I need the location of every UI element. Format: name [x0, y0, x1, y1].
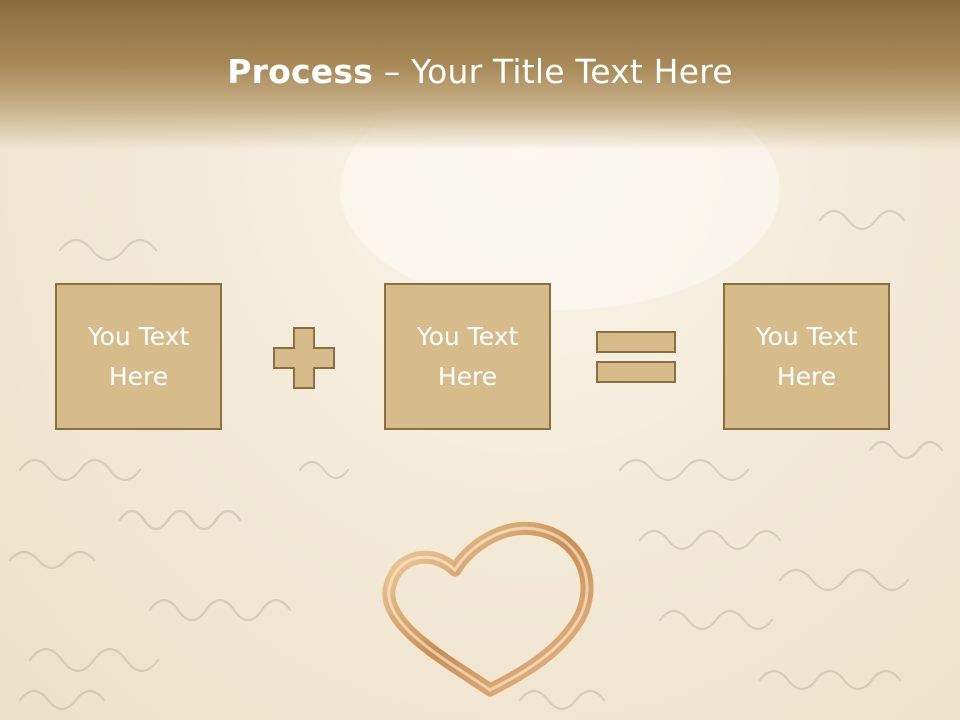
box-text: You Text Here [74, 317, 204, 397]
equals-icon[interactable] [596, 331, 676, 383]
plus-icon[interactable] [273, 327, 335, 389]
box-text: You Text Here [742, 317, 872, 397]
process-box-3[interactable]: You Text Here [723, 283, 890, 430]
title-rest: – Your Title Text Here [373, 52, 733, 91]
handwriting-strokes [8, 209, 944, 711]
box-line-1: You Text [87, 321, 190, 351]
box-line-1: You Text [755, 321, 858, 351]
box-line-2: Here [437, 361, 498, 391]
box-line-2: Here [776, 361, 837, 391]
title-bold: Process [227, 52, 374, 91]
box-line-1: You Text [416, 321, 519, 351]
process-box-1[interactable]: You Text Here [55, 283, 222, 430]
box-line-2: Here [108, 361, 169, 391]
box-text: You Text Here [403, 317, 533, 397]
header-band [0, 0, 960, 150]
heart-ring-illustration [382, 522, 594, 697]
slide-title[interactable]: Process – Your Title Text Here [0, 52, 960, 91]
process-box-2[interactable]: You Text Here [384, 283, 551, 430]
